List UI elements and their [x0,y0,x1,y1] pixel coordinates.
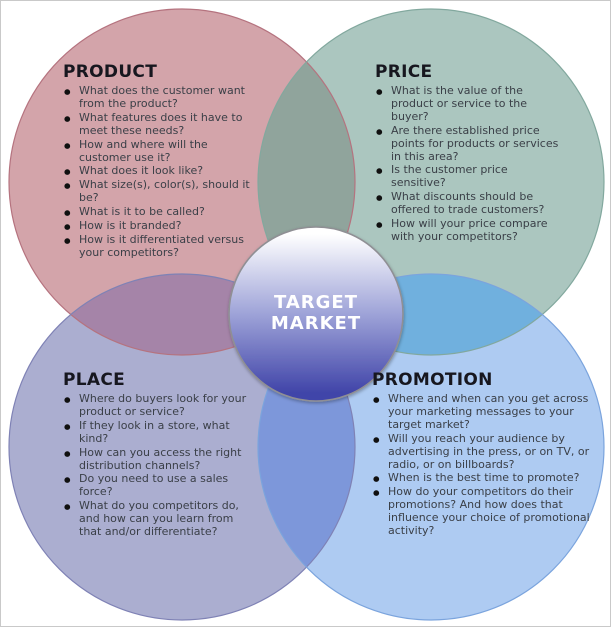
bullet-item: Where do buyers look for your product or… [63,392,259,419]
bullet-item: How do your competitors do their promoti… [372,485,598,538]
bullet-item: What size(s), color(s), should it be? [63,178,258,205]
bullet-item: How is it branded? [63,219,258,234]
target-market-label-line1: TARGET [273,292,359,313]
price-bullet-list: What is the value of the product or serv… [375,84,562,244]
target-market-label-line2: MARKET [270,313,362,334]
place-heading: PLACE [63,370,126,390]
bullet-item: How is it differentiated versus your com… [63,233,258,260]
bullet-item: How and where will the customer use it? [63,138,258,165]
circle-outlines [8,8,605,621]
bullet-item: Where and when can you get across your m… [372,392,598,432]
bullet-item: How will your price compare with your co… [375,217,562,244]
price-heading: PRICE [375,62,433,82]
target-market-circle [228,226,404,402]
product-circle-outline [8,8,356,356]
price-circle-outline [257,8,605,356]
bullet-item: How can you access the right distributio… [63,446,259,473]
bullet-item: Do you need to use a sales force? [63,473,259,499]
product-section: PRODUCT What does the customer want from… [63,62,258,261]
bullet-item: What features does it have to meet these… [63,111,258,138]
bullet-item: What does the customer want from the pro… [63,84,258,111]
bullet-item: What is the value of the product or serv… [375,84,562,124]
bullet-item: If they look in a store, what kind? [63,419,259,446]
bullet-item: What is it to be called? [63,205,258,220]
bullet-item: What discounts should be offered to trad… [375,190,562,217]
promotion-bullet-list: Where and when can you get across your m… [372,392,598,538]
bullet-item: What does it look like? [63,165,258,180]
target-market-label: TARGET MARKET [216,292,416,334]
bullet-item: Are there established price points for p… [375,124,562,164]
promotion-section: PROMOTION Where and when can you get acr… [372,370,598,539]
place-bullet-list: Where do buyers look for your product or… [63,392,259,539]
bullet-item: What do you competitors do, and how can … [63,499,259,539]
promotion-heading: PROMOTION [372,370,493,390]
place-section: PLACE Where do buyers look for your prod… [63,370,259,540]
bullet-item: When is the best time to promote? [372,472,598,487]
price-section: PRICE What is the value of the product o… [375,62,562,245]
bullet-item: Is the customer price sensitive? [375,164,562,190]
product-bullet-list: What does the customer want from the pro… [63,84,258,260]
product-heading: PRODUCT [63,62,158,82]
bullet-item: Will you reach your audience by advertis… [372,432,598,472]
place-circle-outline [8,273,356,621]
